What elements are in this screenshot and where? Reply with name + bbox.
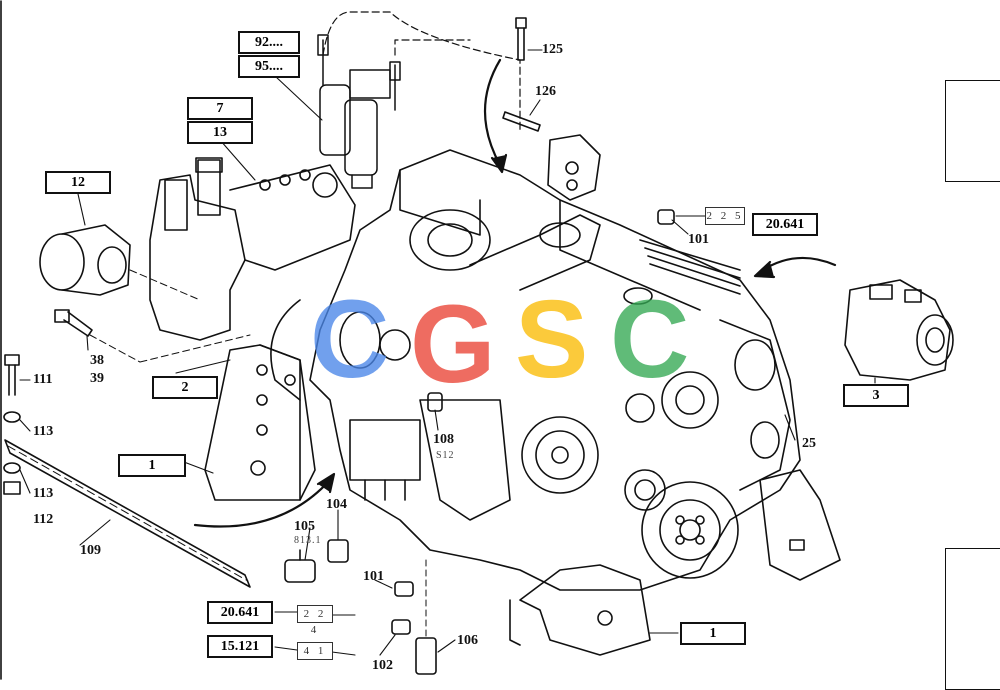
engine-mount-right-rear bbox=[759, 469, 841, 581]
watermark-letter-c2: C bbox=[610, 278, 690, 401]
label-109: 109 bbox=[80, 543, 101, 558]
label-108: 108 bbox=[433, 432, 454, 447]
fitting-126 bbox=[502, 111, 601, 201]
ref-41[interactable]: 4 1 bbox=[297, 642, 333, 660]
callout-12[interactable]: 12 bbox=[45, 171, 111, 194]
watermark-letter-g: G bbox=[410, 283, 496, 406]
sensor-105 bbox=[284, 549, 316, 583]
label-113-top: 113 bbox=[33, 424, 54, 439]
label-125: 125 bbox=[542, 42, 563, 57]
callout-20641-bottom[interactable]: 20.641 bbox=[207, 601, 273, 624]
sensor-101-lower bbox=[394, 581, 414, 597]
callout-3[interactable]: 3 bbox=[843, 384, 909, 407]
strap-109 bbox=[4, 439, 251, 588]
callout-13[interactable]: 13 bbox=[187, 121, 253, 144]
watermark-letter-c1: C bbox=[310, 278, 390, 401]
sheet-tab-top bbox=[945, 80, 1000, 182]
callout-7[interactable]: 7 bbox=[187, 97, 253, 120]
callout-95[interactable]: 95.... bbox=[238, 55, 300, 78]
label-101-top: 101 bbox=[688, 232, 709, 247]
label-101-bottom: 101 bbox=[363, 569, 384, 584]
bolt-125 bbox=[515, 17, 527, 61]
callout-15121[interactable]: 15.121 bbox=[207, 635, 273, 658]
label-113-bottom: 113 bbox=[33, 486, 54, 501]
watermark-letter-s: S bbox=[515, 278, 589, 401]
sensor-104 bbox=[327, 539, 349, 563]
label-38: 38 bbox=[90, 353, 104, 368]
engine-block bbox=[270, 149, 801, 591]
sheet-tab-bottom bbox=[945, 548, 1000, 690]
callout-2[interactable]: 2 bbox=[152, 376, 218, 399]
ref-224[interactable]: 2 2 4 bbox=[297, 605, 333, 636]
sensor-102 bbox=[391, 619, 411, 635]
label-104: 104 bbox=[326, 497, 347, 512]
label-102: 102 bbox=[372, 658, 393, 673]
bolt-111 bbox=[3, 354, 21, 495]
engine-mount-right-front bbox=[509, 564, 651, 656]
injection-pump bbox=[149, 157, 356, 341]
hydraulic-pump bbox=[844, 279, 954, 381]
label-25: 25 bbox=[802, 436, 816, 451]
label-813: 813.1 bbox=[294, 535, 322, 546]
label-112: 112 bbox=[33, 512, 54, 527]
callout-1-right[interactable]: 1 bbox=[680, 622, 746, 645]
callout-92[interactable]: 92.... bbox=[238, 31, 300, 54]
sensor-106 bbox=[415, 559, 437, 675]
label-106: 106 bbox=[457, 633, 478, 648]
arrows bbox=[193, 58, 837, 528]
ref-225[interactable]: 2 2 5 bbox=[705, 207, 745, 225]
label-111: 111 bbox=[33, 372, 53, 387]
callout-20641-top[interactable]: 20.641 bbox=[752, 213, 818, 236]
label-126: 126 bbox=[535, 84, 556, 99]
thermostat-housing bbox=[39, 224, 131, 296]
bolt-38 bbox=[54, 309, 93, 337]
label-105: 105 bbox=[294, 519, 315, 534]
engine-mount-left bbox=[204, 344, 316, 501]
sensor-101-upper bbox=[657, 209, 675, 225]
label-s12: S12 bbox=[436, 450, 455, 461]
label-39: 39 bbox=[90, 371, 104, 386]
fuel-filter bbox=[317, 34, 401, 189]
callout-1-left[interactable]: 1 bbox=[118, 454, 186, 477]
